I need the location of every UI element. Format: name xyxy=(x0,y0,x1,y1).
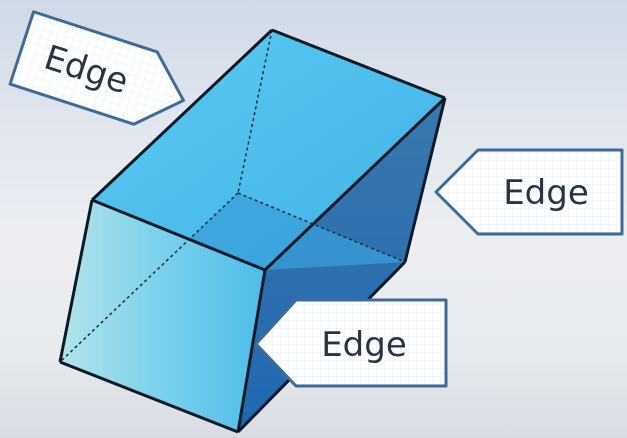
box-front-face xyxy=(60,200,265,432)
edge-right-vertical xyxy=(403,97,447,263)
box-inner-face xyxy=(188,193,405,270)
callout-right-label: Edge xyxy=(503,173,589,213)
callout-bottom: Edge xyxy=(254,298,448,388)
edge-top-front xyxy=(91,198,266,272)
edge-front-left-vertical xyxy=(58,199,94,363)
callout-right: Edge xyxy=(434,148,624,236)
box-top-face xyxy=(92,30,445,270)
callout-bottom-label: Edge xyxy=(321,325,407,365)
hidden-edge-back xyxy=(237,192,406,263)
edge-bottom-front xyxy=(59,360,239,434)
edge-top-right xyxy=(263,96,447,272)
visible-edges xyxy=(58,28,447,434)
callout-top-left-shape xyxy=(8,10,185,126)
edge-front-right-vertical xyxy=(236,269,267,433)
hidden-edge-left xyxy=(59,192,239,363)
edge-top-left xyxy=(90,28,274,202)
callout-bottom-shape xyxy=(254,298,448,388)
hidden-edges xyxy=(59,29,406,363)
callout-top-left: Edge xyxy=(8,10,185,126)
edge-top-back xyxy=(271,28,446,100)
callout-right-shape xyxy=(434,148,624,236)
hidden-edge-vertical xyxy=(237,29,273,194)
